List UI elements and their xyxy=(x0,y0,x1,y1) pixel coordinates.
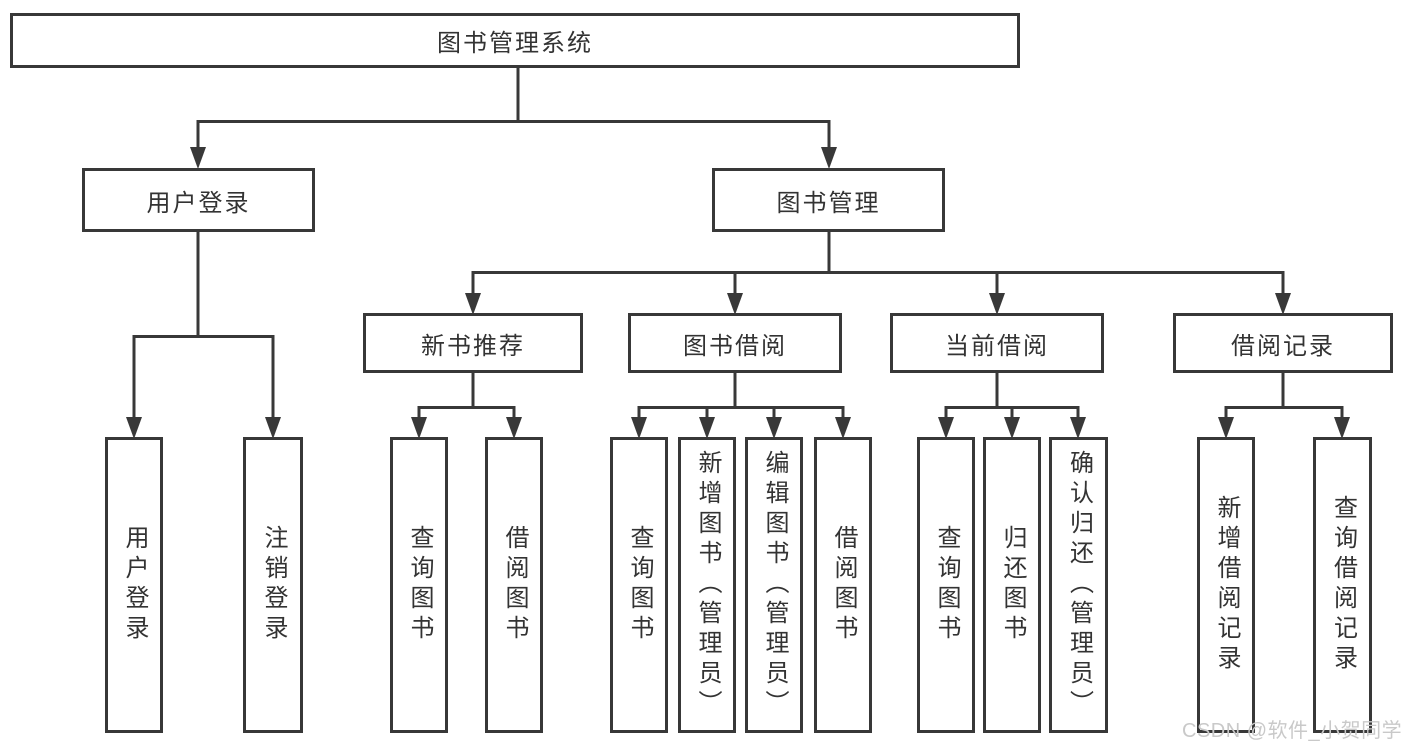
node-label: 新书推荐 xyxy=(421,332,525,360)
node-library-management-system: 图书管理系统 xyxy=(10,13,1020,68)
node-label: 查询借阅记录 xyxy=(1329,495,1357,675)
node-label: 注销登录 xyxy=(260,525,287,645)
node-book-management: 图书管理 xyxy=(712,168,945,232)
leaf-query-books-borrowing: 查询图书 xyxy=(610,437,668,733)
node-current-borrowing: 当前借阅 xyxy=(890,313,1104,373)
node-label: 归还图书 xyxy=(999,525,1026,645)
node-label: 借阅记录 xyxy=(1231,332,1335,360)
leaf-confirm-return-admin: 确认归还（管理员） xyxy=(1049,437,1108,733)
node-new-book-recommendation: 新书推荐 xyxy=(363,313,583,373)
node-label: 编辑图书（管理员） xyxy=(761,450,788,720)
node-book-borrowing: 图书借阅 xyxy=(628,313,842,373)
leaf-borrow-books-borrowing: 借阅图书 xyxy=(814,437,872,733)
node-label: 确认归还（管理员） xyxy=(1065,450,1093,720)
leaf-query-books-current: 查询图书 xyxy=(917,437,975,733)
node-label: 图书管理系统 xyxy=(437,30,593,57)
node-label: 当前借阅 xyxy=(945,332,1049,360)
leaf-logout: 注销登录 xyxy=(243,437,303,733)
leaf-query-borrow-record: 查询借阅记录 xyxy=(1313,437,1372,733)
leaf-add-books-admin: 新增图书（管理员） xyxy=(678,437,736,733)
node-label: 图书管理 xyxy=(776,189,881,217)
leaf-user-login: 用户登录 xyxy=(105,437,163,733)
arrowheads xyxy=(126,147,1350,439)
leaf-return-books: 归还图书 xyxy=(983,437,1041,733)
node-label: 借阅图书 xyxy=(830,525,857,645)
node-label: 查询图书 xyxy=(626,525,653,645)
node-label: 用户登录 xyxy=(146,189,251,217)
leaf-add-borrow-record: 新增借阅记录 xyxy=(1197,437,1255,733)
leaf-borrow-books-recommend: 借阅图书 xyxy=(485,437,543,733)
node-label: 新增图书（管理员） xyxy=(694,450,721,720)
node-label: 查询图书 xyxy=(933,525,960,645)
node-label: 用户登录 xyxy=(121,525,148,645)
node-user-login: 用户登录 xyxy=(82,168,315,232)
node-borrow-records: 借阅记录 xyxy=(1173,313,1393,373)
node-label: 图书借阅 xyxy=(683,332,787,360)
leaf-query-books-recommend: 查询图书 xyxy=(390,437,448,733)
leaf-edit-books-admin: 编辑图书（管理员） xyxy=(745,437,803,733)
node-label: 新增借阅记录 xyxy=(1213,495,1240,675)
node-label: 查询图书 xyxy=(406,525,433,645)
node-label: 借阅图书 xyxy=(501,525,528,645)
csdn-watermark: CSDN @软件_小贺同学 xyxy=(1182,720,1403,742)
